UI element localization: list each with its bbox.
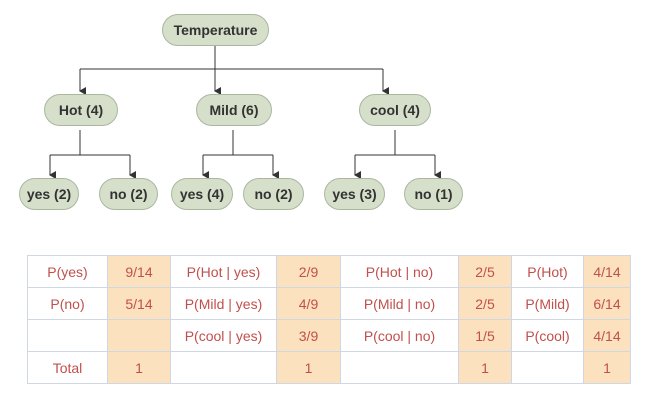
table-cell [511, 351, 584, 384]
probability-table: P(yes) 9/14 P(Hot | yes) 2/9 P(Hot | no)… [27, 255, 631, 384]
tree-connectors [49, 46, 441, 179]
table-cell: P(cool) [511, 319, 584, 352]
table-cell: P(Hot | no) [340, 255, 459, 288]
table-cell: 1 [458, 351, 512, 384]
node-mild-yes: yes (4) [171, 178, 233, 210]
table-cell: P(Mild) [511, 287, 584, 320]
table-row: Total 1 1 1 1 [27, 351, 631, 384]
node-mild: Mild (6) [196, 94, 272, 126]
table-cell: 1 [583, 351, 631, 384]
table-cell [107, 319, 171, 352]
table-row: P(no) 5/14 P(Mild | yes) 4/9 P(Mild | no… [27, 287, 631, 320]
table-cell: P(Mild | no) [340, 287, 459, 320]
table-cell: 9/14 [107, 255, 171, 288]
table-cell: 5/14 [107, 287, 171, 320]
table-cell: 1 [107, 351, 171, 384]
node-hot: Hot (4) [44, 94, 118, 126]
table-cell: P(cool | yes) [170, 319, 277, 352]
table-cell: Total [27, 351, 108, 384]
table-row: P(cool | yes) 3/9 P(cool | no) 1/5 P(coo… [27, 319, 631, 352]
table-cell: P(yes) [27, 255, 108, 288]
table-cell [170, 351, 277, 384]
table-cell [340, 351, 459, 384]
table-cell: 4/9 [276, 287, 341, 320]
node-cool: cool (4) [359, 94, 431, 126]
table-row: P(yes) 9/14 P(Hot | yes) 2/9 P(Hot | no)… [27, 255, 631, 288]
table-cell [27, 319, 108, 352]
table-cell: 2/5 [458, 255, 512, 288]
table-cell: 2/5 [458, 287, 512, 320]
table-cell: P(Hot | yes) [170, 255, 277, 288]
node-hot-yes: yes (2) [19, 178, 79, 210]
node-cool-yes: yes (3) [324, 178, 385, 210]
table-cell: 4/14 [583, 255, 631, 288]
table-cell: P(Hot) [511, 255, 584, 288]
root-node: Temperature [162, 14, 269, 46]
table-cell: 1 [276, 351, 341, 384]
table-cell: 1/5 [458, 319, 512, 352]
table-cell: 3/9 [276, 319, 341, 352]
table-cell: 2/9 [276, 255, 341, 288]
table-cell: P(cool | no) [340, 319, 459, 352]
table-cell: 4/14 [583, 319, 631, 352]
table-cell: 6/14 [583, 287, 631, 320]
node-hot-no: no (2) [99, 178, 158, 210]
table-cell: P(Mild | yes) [170, 287, 277, 320]
node-cool-no: no (1) [404, 178, 463, 210]
table-cell: P(no) [27, 287, 108, 320]
node-mild-no: no (2) [243, 178, 304, 210]
